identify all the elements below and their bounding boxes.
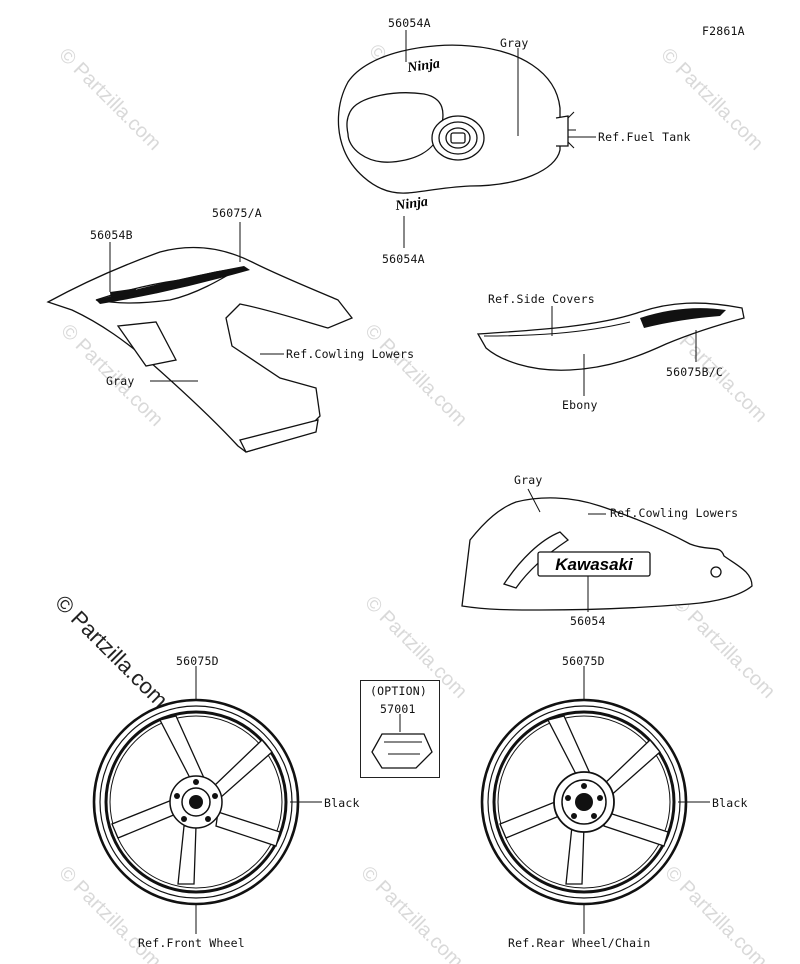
rear-wheel-color-label: Black (712, 796, 748, 810)
tank-ref-label: Ref.Fuel Tank (598, 130, 691, 144)
lower-cowl-color-label: Gray (514, 473, 543, 487)
rear-wheel-ref-label: Ref.Rear Wheel/Chain (508, 936, 651, 950)
ninja-logo-top: Ninja (405, 57, 440, 77)
tank-color-label: Gray (500, 36, 529, 50)
tank-part-top-label[interactable]: 56054A (388, 16, 431, 30)
front-wheel-part-label[interactable]: 56075D (176, 654, 219, 668)
figure-code: F2861A (702, 24, 745, 38)
side-cover-color-label: Ebony (562, 398, 598, 412)
rear-wheel-drawing (480, 698, 688, 906)
fairing-part-main-label[interactable]: 56075/A (212, 206, 262, 220)
option-part-drawing (371, 733, 433, 769)
fuel-tank-drawing: Ninja Ninja (337, 44, 576, 215)
front-wheel-ref-label: Ref.Front Wheel (138, 936, 245, 950)
option-label: (OPTION) (370, 684, 427, 698)
left-fairing-drawing (46, 246, 354, 453)
rear-wheel-part-label[interactable]: 56075D (562, 654, 605, 668)
option-part-label[interactable]: 57001 (380, 702, 416, 716)
kawasaki-logo: Kawasaki (555, 555, 634, 574)
front-wheel-drawing (92, 698, 300, 906)
lower-cowl-ref-label: Ref.Cowling Lowers (610, 506, 739, 520)
lower-cowl-part-label[interactable]: 56054 (570, 614, 606, 628)
side-cover-part-label[interactable]: 56075B/C (666, 365, 723, 379)
fairing-part-small-label[interactable]: 56054B (90, 228, 133, 242)
tank-part-bottom-label[interactable]: 56054A (382, 252, 425, 266)
lower-cowl-drawing: Kawasaki (461, 497, 753, 611)
front-wheel-color-label: Black (324, 796, 360, 810)
side-cover-drawing (476, 302, 745, 371)
fairing-ref-label: Ref.Cowling Lowers (286, 347, 415, 361)
ninja-logo-bottom: Ninja (393, 195, 428, 215)
option-box (360, 680, 440, 778)
side-cover-ref-label: Ref.Side Covers (488, 292, 595, 306)
fairing-color-label: Gray (106, 374, 135, 388)
